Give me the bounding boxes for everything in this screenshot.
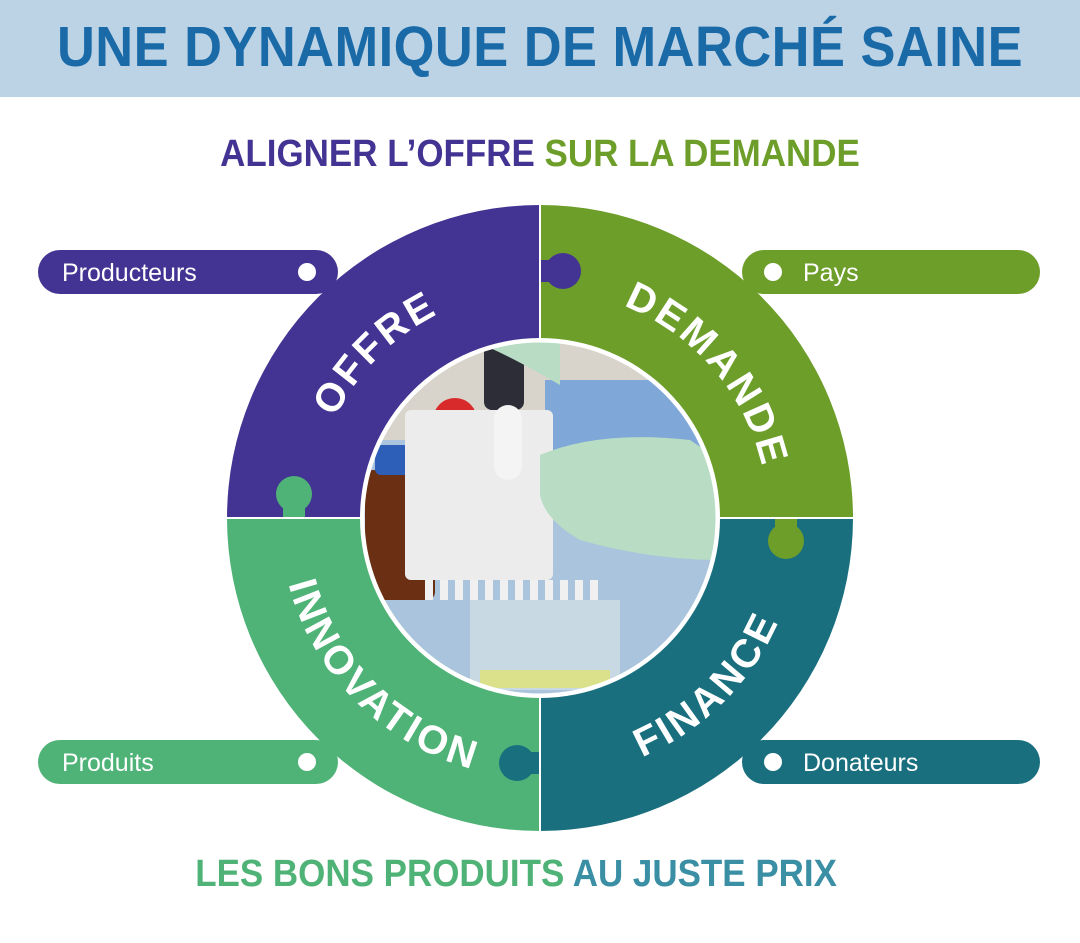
pill-pays: Pays bbox=[742, 250, 1040, 294]
pill-label-donateurs: Donateurs bbox=[803, 749, 918, 777]
subtitle: ALIGNER L’OFFRE SUR LA DEMANDE bbox=[43, 133, 1037, 176]
lab-photo bbox=[360, 338, 720, 698]
page-title: UNE DYNAMIQUE DE MARCHÉ SAINE bbox=[56, 15, 1024, 79]
title-banner bbox=[0, 0, 1080, 97]
footer-prix: AU JUSTE PRIX bbox=[572, 853, 837, 895]
footer-produits: LES BONS PRODUITS bbox=[195, 853, 565, 895]
pill-producteurs: Producteurs bbox=[38, 250, 338, 294]
puzzle-knob-offre bbox=[538, 253, 581, 289]
dot-icon bbox=[298, 753, 316, 771]
dot-icon bbox=[764, 753, 782, 771]
puzzle-knob-demande bbox=[768, 516, 804, 559]
pill-label-pays: Pays bbox=[803, 259, 859, 287]
puzzle-knob-finance bbox=[499, 745, 542, 781]
dot-icon bbox=[298, 263, 316, 281]
subtitle-demande: SUR LA DEMANDE bbox=[544, 133, 860, 175]
pill-label-produits: Produits bbox=[62, 749, 154, 777]
subtitle-offre: ALIGNER L’OFFRE bbox=[220, 133, 535, 175]
pill-label-producteurs: Producteurs bbox=[62, 259, 197, 287]
pill-donateurs: Donateurs bbox=[742, 740, 1040, 784]
footer-tagline: LES BONS PRODUITS AU JUSTE PRIX bbox=[43, 853, 1037, 896]
puzzle-knob-innovation bbox=[276, 476, 312, 520]
dot-icon bbox=[764, 263, 782, 281]
pill-produits: Produits bbox=[38, 740, 338, 784]
